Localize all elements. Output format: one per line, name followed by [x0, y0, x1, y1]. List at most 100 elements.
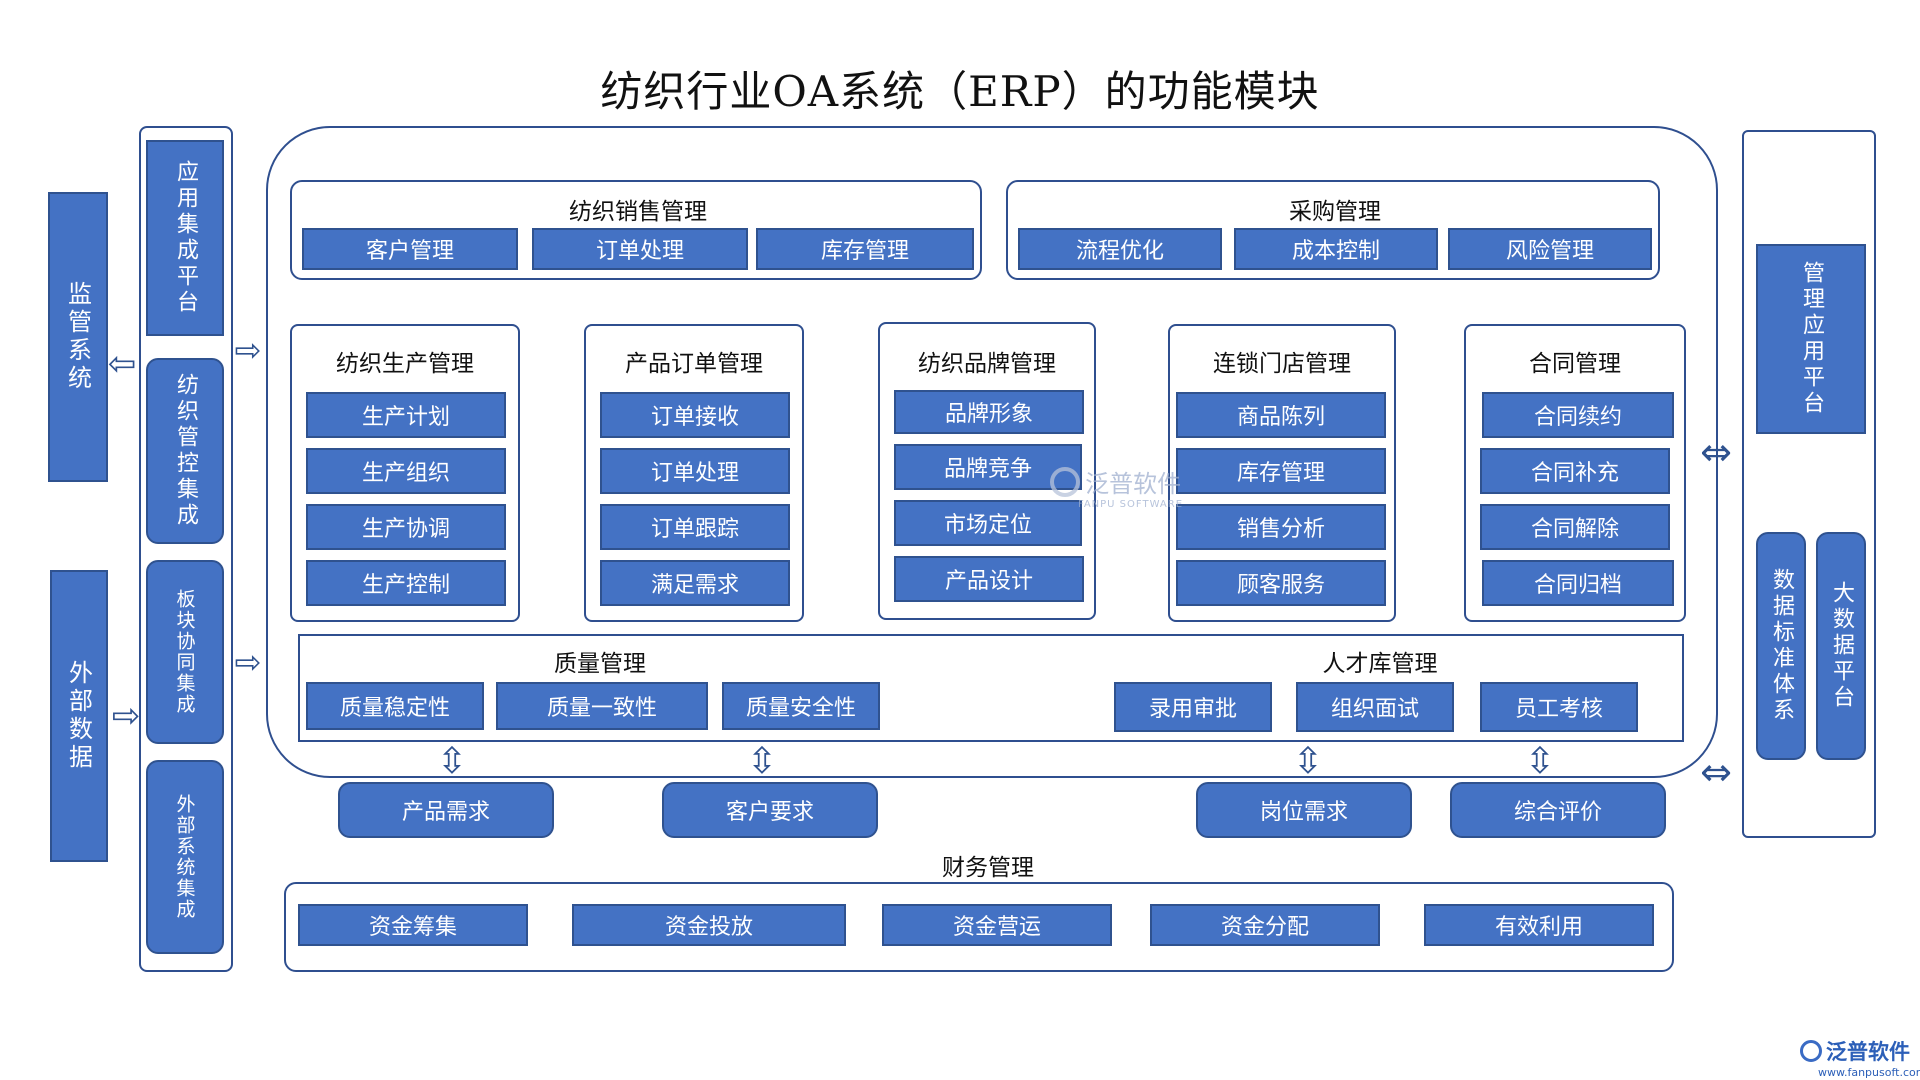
- module-item: 资金投放: [572, 904, 846, 946]
- module-item-label: 品牌竞争: [943, 457, 1032, 482]
- data-standard-system: 数据标准体系: [1756, 532, 1806, 760]
- left-arrow-icon: ⇦: [107, 344, 137, 384]
- up-down-arrow-icon: ⇳: [1292, 740, 1324, 782]
- module-item-label: 录用审批: [1148, 697, 1237, 722]
- module-item-label: 合同归档: [1533, 573, 1622, 598]
- module-item-label: 生产控制: [361, 573, 450, 598]
- module-item: 风险管理: [1448, 228, 1652, 270]
- module-item: 录用审批: [1114, 682, 1272, 732]
- module-item-label: 流程优化: [1075, 239, 1164, 264]
- module-item: 订单处理: [532, 228, 748, 270]
- left-right-arrow-icon: ⇔: [1700, 430, 1732, 474]
- module-item: 库存管理: [756, 228, 974, 270]
- module-item: 生产组织: [306, 448, 506, 494]
- integration-label-3: 外部系统集成: [173, 794, 196, 920]
- module-item: 市场定位: [894, 500, 1082, 546]
- module-item-label: 成本控制: [1291, 239, 1380, 264]
- demand-label: 产品需求: [401, 800, 490, 825]
- demand-box: 综合评价: [1450, 782, 1666, 838]
- left-right-arrow-icon: ⇔: [1700, 750, 1732, 794]
- module-item-label: 订单跟踪: [650, 517, 739, 542]
- module-item-label: 有效利用: [1494, 915, 1583, 940]
- module-item-label: 生产协调: [361, 517, 450, 542]
- group-title: 合同管理: [1529, 351, 1621, 377]
- module-item: 合同补充: [1480, 448, 1670, 494]
- module-item: 合同续约: [1482, 392, 1674, 438]
- module-item-label: 合同续约: [1533, 405, 1622, 430]
- corner-logo: 泛普软件 www.fanpusoft.com: [1800, 1036, 1920, 1079]
- module-item-label: 市场定位: [943, 513, 1032, 538]
- module-item: 订单处理: [600, 448, 790, 494]
- watermark-logo-icon: [1050, 466, 1080, 497]
- module-item: 商品陈列: [1176, 392, 1386, 438]
- module-item-label: 订单处理: [595, 239, 684, 264]
- demand-label: 客户要求: [725, 800, 814, 825]
- module-item: 员工考核: [1480, 682, 1638, 732]
- up-down-arrow-icon: ⇳: [1524, 740, 1556, 782]
- group-title: 产品订单管理: [625, 351, 763, 377]
- integration-label-1: 纺织管控集成: [173, 373, 198, 529]
- module-item: 合同归档: [1482, 560, 1674, 606]
- module-item: 质量安全性: [722, 682, 880, 730]
- module-item-label: 订单处理: [650, 461, 739, 486]
- module-item: 组织面试: [1296, 682, 1454, 732]
- module-item-label: 生产组织: [361, 461, 450, 486]
- right-arrow-icon: ⇨: [234, 643, 262, 681]
- module-item: 质量一致性: [496, 682, 708, 730]
- watermark-subtext: FANPU SOFTWARE: [1078, 499, 1184, 510]
- module-item-label: 合同补充: [1530, 461, 1619, 486]
- group-title: 采购管理: [1289, 199, 1381, 225]
- module-item: 产品设计: [894, 556, 1084, 602]
- diagram-title: 纺织行业OA系统（ERP）的功能模块: [600, 67, 1320, 116]
- module-item: 有效利用: [1424, 904, 1654, 946]
- module-item-label: 组织面试: [1330, 697, 1419, 722]
- integration-external-system: 外部系统集成: [146, 760, 224, 954]
- integration-app-platform: 应用集成平台: [146, 140, 224, 336]
- module-item: 满足需求: [600, 560, 790, 606]
- module-item-label: 质量稳定性: [339, 696, 450, 721]
- module-item-label: 生产计划: [361, 405, 450, 430]
- module-item: 生产计划: [306, 392, 506, 438]
- module-item: 顾客服务: [1176, 560, 1386, 606]
- module-item: 品牌形象: [894, 390, 1084, 434]
- external-data-box: 外部数据: [50, 570, 108, 862]
- watermark-center: 泛普软件 FANPU SOFTWARE: [1050, 464, 1230, 514]
- module-item: 资金营运: [882, 904, 1112, 946]
- module-item-label: 品牌形象: [944, 402, 1033, 427]
- module-item: 流程优化: [1018, 228, 1222, 270]
- data-standard-label: 数据标准体系: [1769, 568, 1794, 724]
- logo-text: 泛普软件: [1826, 1040, 1910, 1064]
- right-arrow-icon: ⇨: [111, 696, 141, 736]
- group-title: 纺织生产管理: [336, 351, 474, 377]
- mgmt-app-platform-label: 管理应用平台: [1799, 261, 1824, 417]
- module-item-label: 顾客服务: [1236, 573, 1325, 598]
- group-title: 纺织销售管理: [569, 199, 707, 225]
- up-down-arrow-icon: ⇳: [436, 740, 468, 782]
- module-item: 订单跟踪: [600, 504, 790, 550]
- watermark-text: 泛普软件: [1085, 470, 1182, 498]
- module-item: 资金分配: [1150, 904, 1380, 946]
- quality-title: 质量管理: [554, 651, 646, 677]
- module-item-label: 客户管理: [365, 239, 454, 264]
- module-item-label: 商品陈列: [1236, 405, 1325, 430]
- integration-label-2: 板块协同集成: [173, 589, 196, 715]
- module-item-label: 满足需求: [650, 573, 739, 598]
- finance-title: 财务管理: [942, 855, 1034, 881]
- integration-block-collab: 板块协同集成: [146, 560, 224, 744]
- fanpu-logo-icon: [1800, 1040, 1822, 1062]
- module-item-label: 员工考核: [1514, 697, 1603, 722]
- module-item: 客户管理: [302, 228, 518, 270]
- demand-label: 综合评价: [1513, 800, 1602, 825]
- module-item: 成本控制: [1234, 228, 1438, 270]
- up-down-arrow-icon: ⇳: [746, 740, 778, 782]
- talent-title: 人才库管理: [1322, 651, 1438, 677]
- module-item-label: 产品设计: [944, 569, 1033, 594]
- external-data-label: 外部数据: [64, 660, 93, 772]
- module-item: 生产控制: [306, 560, 506, 606]
- supervision-system-box: 监管系统: [48, 192, 108, 482]
- module-item: 资金筹集: [298, 904, 528, 946]
- group-title: 纺织品牌管理: [918, 351, 1056, 377]
- module-item-label: 资金投放: [664, 915, 753, 940]
- mgmt-app-platform: 管理应用平台: [1756, 244, 1866, 434]
- module-item-label: 库存管理: [1236, 461, 1325, 486]
